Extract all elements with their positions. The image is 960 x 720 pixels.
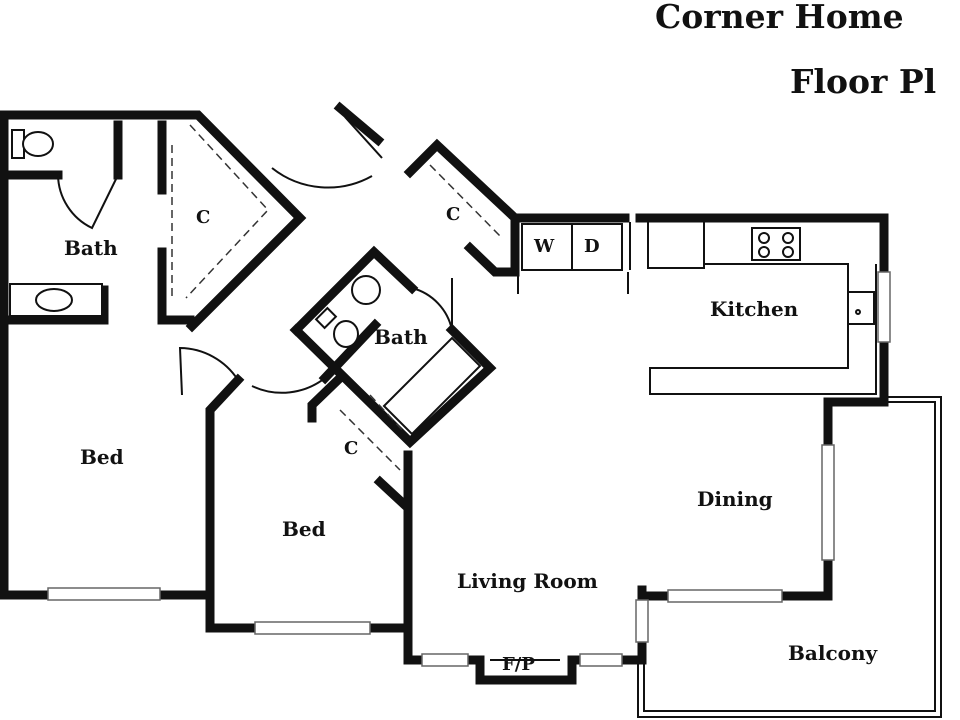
label-fireplace: F/P	[502, 654, 535, 675]
door-entry	[271, 167, 373, 189]
label-bed-center: Bed	[282, 517, 326, 541]
window-bed-left	[47, 587, 161, 601]
room-labels: Bath C C W D Kitchen Bath C Bed Bed Dini…	[64, 204, 879, 675]
window-kitchen	[877, 271, 891, 343]
kitchen-counters	[629, 222, 877, 395]
toilet-center	[333, 320, 359, 348]
label-closet-left: C	[196, 207, 210, 228]
plan-title-line2: Floor Pl	[790, 62, 936, 101]
bathroom-fixtures	[9, 129, 482, 436]
label-dryer: D	[584, 236, 600, 257]
windows	[47, 271, 891, 667]
label-kitchen: Kitchen	[710, 297, 799, 321]
door-bath-center	[411, 278, 453, 331]
window-dining-side	[821, 444, 835, 561]
plan-title-line1: Corner Home	[655, 0, 904, 36]
window-dining	[667, 589, 783, 603]
label-living-room: Living Room	[457, 569, 598, 593]
label-closet-center: C	[344, 438, 358, 459]
label-washer: W	[533, 236, 555, 257]
window-balcony-door	[635, 599, 649, 643]
window-bed-center	[254, 621, 371, 635]
bathtub-center	[382, 336, 482, 436]
label-bath-left: Bath	[64, 236, 118, 260]
door-bed-center	[251, 377, 326, 394]
label-dining: Dining	[697, 487, 773, 511]
interior-walls	[0, 120, 833, 633]
closet-rods	[171, 124, 503, 471]
window-living-1	[421, 653, 469, 667]
door-bed-left	[178, 346, 239, 396]
sink-center	[351, 275, 381, 305]
door-swings	[57, 116, 453, 396]
window-living-2	[579, 653, 623, 667]
toilet-left	[22, 131, 54, 157]
laundry	[517, 223, 629, 294]
label-balcony: Balcony	[788, 641, 879, 665]
door-bath-left	[57, 174, 119, 230]
sink-left	[35, 288, 73, 312]
label-bed-left: Bed	[80, 445, 124, 469]
label-closet-hall: C	[446, 204, 460, 225]
balcony-railing	[637, 396, 942, 718]
label-bath-center: Bath	[374, 325, 428, 349]
kitchen-sink-fixture	[847, 291, 875, 325]
toilet-tank-center	[314, 306, 338, 330]
